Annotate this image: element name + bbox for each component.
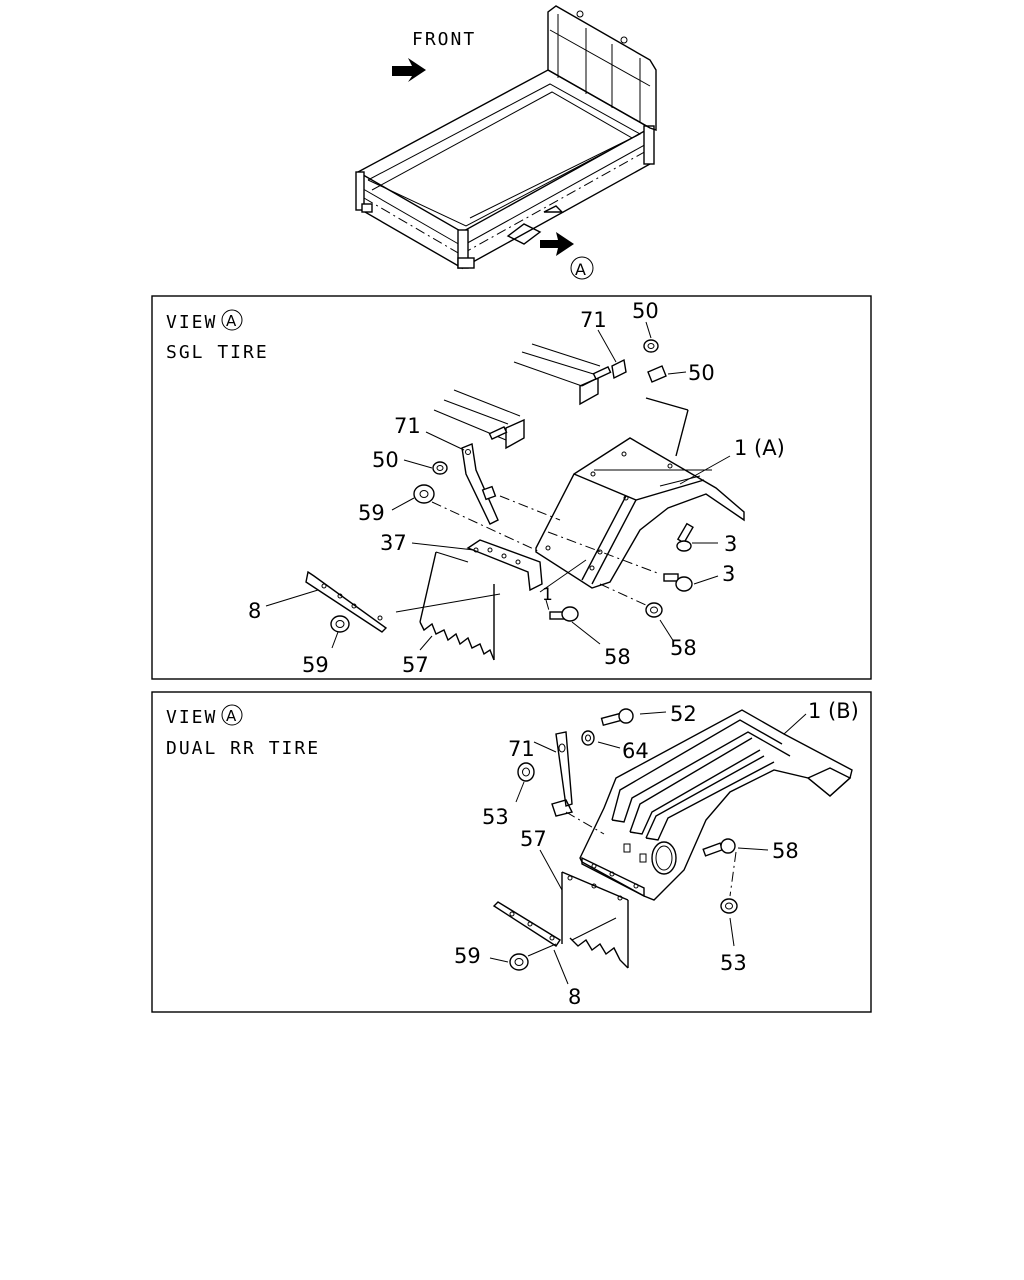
fender-1b <box>579 709 853 901</box>
nut-59-upper <box>413 484 435 504</box>
truck-bed-overview: FRONT A <box>355 5 657 280</box>
callout-58: 58 <box>772 839 799 863</box>
nut-58-right <box>645 602 663 618</box>
view-marker: A <box>226 707 237 725</box>
callout-64: 64 <box>622 739 649 763</box>
panel-frame <box>151 295 872 680</box>
callout-50: 50 <box>372 448 399 472</box>
nut-59 <box>509 953 529 971</box>
callout-71: 71 <box>508 737 535 761</box>
nut-53-upper <box>517 762 535 782</box>
nut-50-left <box>432 461 448 475</box>
callout-53: 53 <box>720 951 747 975</box>
panel-frame <box>151 691 872 1013</box>
view-label: VIEW <box>166 312 217 333</box>
front-label: FRONT <box>412 29 476 50</box>
callout-53: 53 <box>482 805 509 829</box>
callout-8: 8 <box>568 985 581 1009</box>
strip-8 <box>492 901 561 947</box>
view-a-marker-circle <box>570 256 594 280</box>
callout-71: 71 <box>580 308 607 332</box>
callout-57: 57 <box>402 653 429 677</box>
panel-subtitle: DUAL RR TIRE <box>166 738 320 759</box>
callout-58: 58 <box>604 645 631 669</box>
nut-50-upper <box>643 339 659 353</box>
bolt-71-upper <box>592 358 627 381</box>
callout-3: 3 <box>724 532 737 556</box>
washer-64 <box>581 730 595 746</box>
mudflap-57 <box>561 871 629 969</box>
callout-8: 8 <box>248 599 261 623</box>
callout-59: 59 <box>302 653 329 677</box>
fender-1a <box>535 437 745 589</box>
panel-subtitle: SGL TIRE <box>166 342 269 363</box>
bolt-3-upper <box>676 522 694 552</box>
mudflap-57 <box>419 551 495 661</box>
bolt-58-left <box>549 606 579 622</box>
panel-sgl-tire: VIEW A SGL TIRE <box>151 295 872 680</box>
bracket-71 <box>461 425 508 525</box>
front-arrow-icon <box>392 58 426 82</box>
callout-59: 59 <box>454 944 481 968</box>
bolt-58 <box>702 838 736 857</box>
view-a-arrow-icon <box>540 232 574 256</box>
callout-57: 57 <box>520 827 547 851</box>
bolt-52 <box>600 708 634 727</box>
nut-53-lower <box>720 898 738 914</box>
callout-50: 50 <box>688 361 715 385</box>
strip-8 <box>305 570 388 633</box>
callout-1b: 1 (B) <box>808 699 859 723</box>
callout-37: 37 <box>380 531 407 555</box>
callout-3: 3 <box>722 562 735 586</box>
callout-58: 58 <box>670 636 697 660</box>
callout-52: 52 <box>670 702 697 726</box>
callout-50: 50 <box>632 299 659 323</box>
view-marker: A <box>226 312 237 330</box>
callout-1: 1 <box>542 585 553 605</box>
view-label: VIEW <box>166 707 217 728</box>
bolt-3-lower <box>663 573 693 592</box>
callout-1a: 1 (A) <box>734 436 785 460</box>
frame-rail <box>433 343 601 450</box>
view-a-marker: A <box>575 260 586 279</box>
panel-dual-rr-tire: VIEW A DUAL RR TIRE <box>151 691 872 1013</box>
clip-50 <box>647 365 667 383</box>
bracket-71 <box>551 731 574 817</box>
nut-59-lower <box>330 615 350 633</box>
bracket-37 <box>466 539 543 592</box>
callout-71: 71 <box>394 414 421 438</box>
callout-59: 59 <box>358 501 385 525</box>
